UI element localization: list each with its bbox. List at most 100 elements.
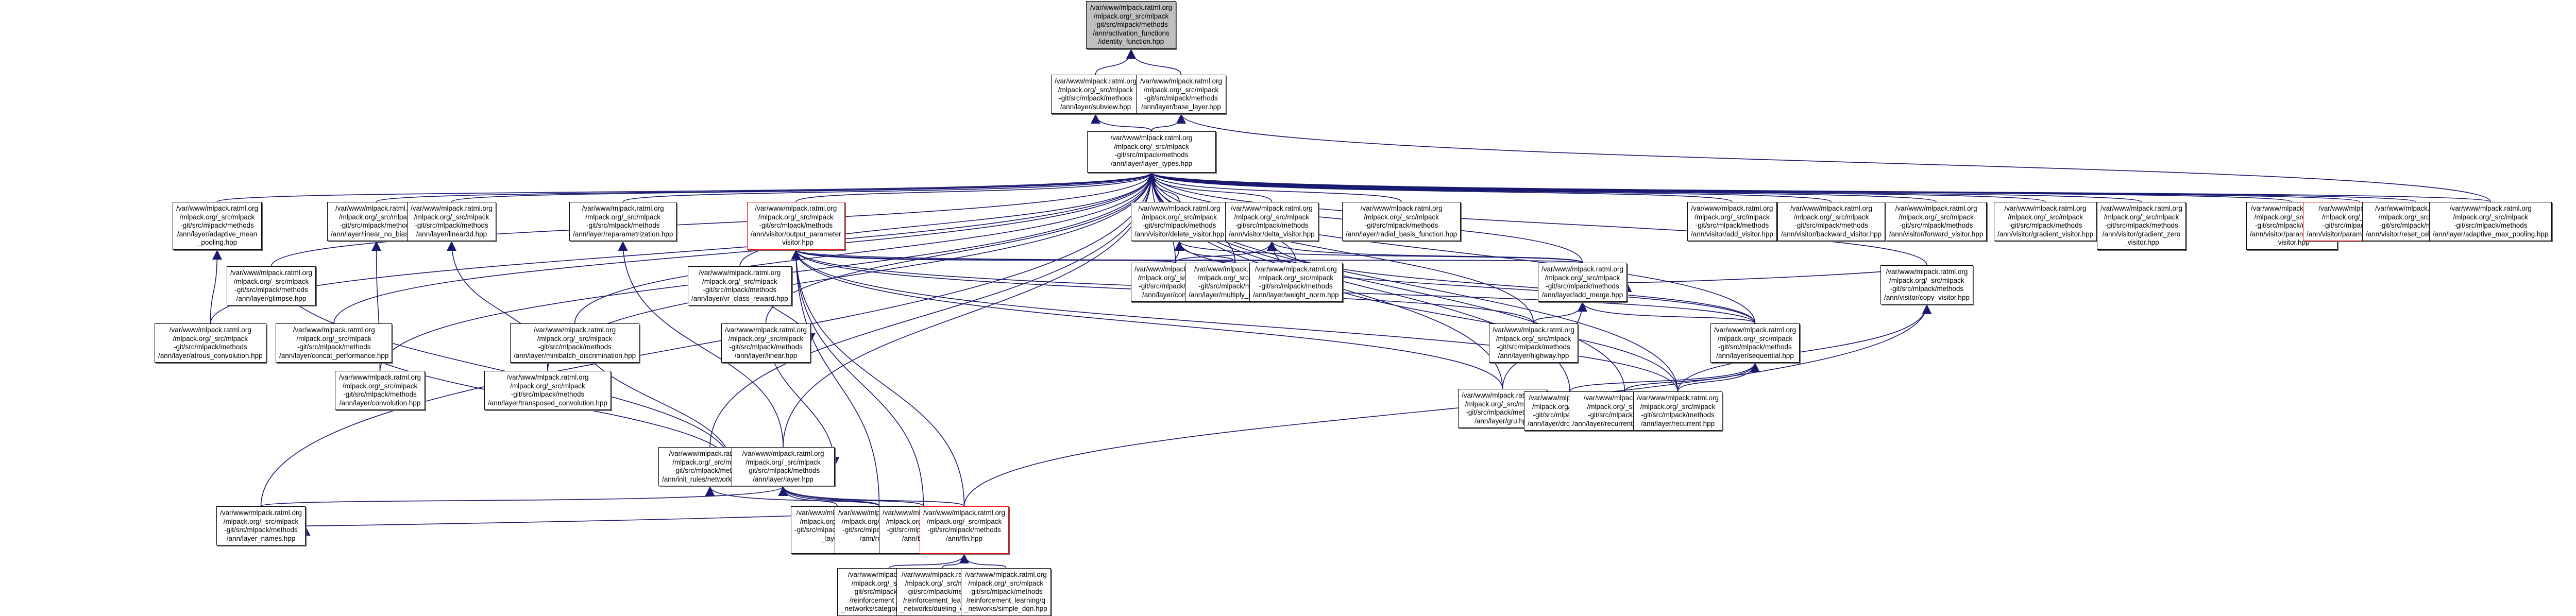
node-convolution[interactable]: /var/www/mlpack.ratml.org /mlpack.org/_s… bbox=[335, 371, 425, 410]
edge-add_visitor-to-layer_types bbox=[1146, 172, 1733, 202]
node-label: /var/www/mlpack.ratml.org /mlpack.org/_s… bbox=[1253, 265, 1339, 299]
node-layer[interactable]: /var/www/mlpack.ratml.org /mlpack.org/_s… bbox=[732, 447, 835, 486]
node-linear[interactable]: /var/www/mlpack.ratml.org /mlpack.org/_s… bbox=[721, 323, 811, 363]
edge-add_merge-to-delta_visitor bbox=[1267, 241, 1583, 263]
node-transposed-convolution[interactable]: /var/www/mlpack.ratml.org /mlpack.org/_s… bbox=[484, 371, 611, 410]
node-label: /var/www/mlpack.ratml.org /mlpack.org/_s… bbox=[2433, 204, 2549, 238]
edge-output_parameter_visitor-to-layer_types bbox=[795, 172, 1157, 202]
node-base-layer[interactable]: /var/www/mlpack.ratml.org /mlpack.org/_s… bbox=[1136, 75, 1226, 114]
node-adaptive-mean-pooling[interactable]: /var/www/mlpack.ratml.org /mlpack.org/_s… bbox=[173, 202, 262, 250]
node-label: /var/www/mlpack.ratml.org /mlpack.org/_s… bbox=[751, 204, 841, 246]
node-add-merge[interactable]: /var/www/mlpack.ratml.org /mlpack.org/_s… bbox=[1538, 263, 1628, 302]
node-label: /var/www/mlpack.ratml.org /mlpack.org/_s… bbox=[230, 269, 313, 302]
edge-add_merge-to-output_parameter_visitor bbox=[791, 249, 1583, 263]
edge-sequential-to-add_merge bbox=[1578, 301, 1756, 324]
node-label: /var/www/mlpack.ratml.org /mlpack.org/_s… bbox=[1889, 204, 1984, 238]
edge-ffn-to-output_parameter_visitor bbox=[791, 249, 965, 507]
node-reparametrization[interactable]: /var/www/mlpack.ratml.org /mlpack.org/_s… bbox=[569, 202, 677, 241]
node-weight-norm[interactable]: /var/www/mlpack.ratml.org /mlpack.org/_s… bbox=[1249, 263, 1343, 302]
node-simple-dqn[interactable]: /var/www/mlpack.ratml.org /mlpack.org/_s… bbox=[961, 568, 1051, 616]
node-copy-visitor[interactable]: /var/www/mlpack.ratml.org /mlpack.org/_s… bbox=[1880, 265, 1973, 304]
edge-linear3d-to-layer_types bbox=[451, 172, 1157, 202]
edge-brnn-to-output_parameter_visitor bbox=[791, 249, 924, 507]
node-layer-names[interactable]: /var/www/mlpack.ratml.org /mlpack.org/_s… bbox=[216, 506, 306, 545]
node-label: /var/www/mlpack.ratml.org /mlpack.org/_s… bbox=[923, 509, 1006, 542]
edge-ffn-to-copy_visitor bbox=[963, 304, 1932, 507]
node-backward-visitor[interactable]: /var/www/mlpack.ratml.org /mlpack.org/_s… bbox=[1777, 202, 1886, 241]
node-highway[interactable]: /var/www/mlpack.ratml.org /mlpack.org/_s… bbox=[1489, 323, 1579, 363]
node-label: /var/www/mlpack.ratml.org /mlpack.org/_s… bbox=[176, 204, 259, 246]
node-gradient-zero-visitor[interactable]: /var/www/mlpack.ratml.org /mlpack.org/_s… bbox=[2097, 202, 2187, 250]
node-label: /var/www/mlpack.ratml.org /mlpack.org/_s… bbox=[331, 204, 422, 238]
node-add-visitor[interactable]: /var/www/mlpack.ratml.org /mlpack.org/_s… bbox=[1687, 202, 1777, 241]
node-label: /var/www/mlpack.ratml.org /mlpack.org/_s… bbox=[725, 326, 807, 360]
edge-radial_basis_function-to-layer_types bbox=[1146, 172, 1402, 202]
node-linear3d[interactable]: /var/www/mlpack.ratml.org /mlpack.org/_s… bbox=[407, 202, 497, 241]
node-glimpse[interactable]: /var/www/mlpack.ratml.org /mlpack.org/_s… bbox=[227, 266, 316, 305]
node-subview[interactable]: /var/www/mlpack.ratml.org /mlpack.org/_s… bbox=[1051, 75, 1141, 114]
node-label: /var/www/mlpack.ratml.org /mlpack.org/_s… bbox=[1781, 204, 1882, 238]
edge-categorical_dqn-to-ffn bbox=[888, 553, 970, 569]
node-label: /var/www/mlpack.ratml.org /mlpack.org/_s… bbox=[338, 373, 421, 407]
node-delete-visitor[interactable]: /var/www/mlpack.ratml.org /mlpack.org/_s… bbox=[1131, 202, 1228, 241]
node-label: /var/www/mlpack.ratml.org /mlpack.org/_s… bbox=[964, 571, 1047, 612]
edge-glimpse-to-layer bbox=[270, 266, 737, 467]
edge-dueling_dqn-to-ffn bbox=[942, 553, 970, 569]
edge-copy_visitor-to-layer_types bbox=[1146, 172, 1927, 266]
edge-brnn-to-layer bbox=[778, 486, 924, 507]
node-identity[interactable]: /var/www/mlpack.ratml.org /mlpack.org/_s… bbox=[1086, 1, 1176, 49]
node-concat-performance[interactable]: /var/www/mlpack.ratml.org /mlpack.org/_s… bbox=[276, 323, 393, 363]
node-label: /var/www/mlpack.ratml.org /mlpack.org/_s… bbox=[1637, 394, 1719, 427]
edge-layer_types-to-subview bbox=[1090, 113, 1152, 132]
edge-layer_types-to-base_layer bbox=[1151, 113, 1187, 132]
node-minibatch-discrimination[interactable]: /var/www/mlpack.ratml.org /mlpack.org/_s… bbox=[510, 323, 640, 363]
node-label: /var/www/mlpack.ratml.org /mlpack.org/_s… bbox=[279, 326, 389, 360]
node-ffn[interactable]: /var/www/mlpack.ratml.org /mlpack.org/_s… bbox=[920, 506, 1009, 554]
node-sequential[interactable]: /var/www/mlpack.ratml.org /mlpack.org/_s… bbox=[1710, 323, 1800, 363]
node-label: /var/www/mlpack.ratml.org /mlpack.org/_s… bbox=[488, 373, 607, 407]
node-radial-basis-function[interactable]: /var/www/mlpack.ratml.org /mlpack.org/_s… bbox=[1342, 202, 1461, 241]
node-label: /var/www/mlpack.ratml.org /mlpack.org/_s… bbox=[742, 450, 824, 483]
node-atrous-convolution[interactable]: /var/www/mlpack.ratml.org /mlpack.org/_s… bbox=[155, 323, 266, 363]
node-label: /var/www/mlpack.ratml.org /mlpack.org/_s… bbox=[514, 326, 636, 360]
edge-weight_norm-to-output_parameter_visitor bbox=[791, 249, 1297, 263]
node-label: /var/www/mlpack.ratml.org /mlpack.org/_s… bbox=[1714, 326, 1797, 360]
node-label: /var/www/mlpack.ratml.org /mlpack.org/_s… bbox=[1055, 77, 1137, 111]
edge-dropconnect-to-sequential bbox=[1569, 362, 1760, 392]
node-label: /var/www/mlpack.ratml.org /mlpack.org/_s… bbox=[1110, 134, 1193, 167]
edge-network_init-to-layer_types bbox=[709, 172, 1157, 448]
edge-forward_visitor-to-layer_types bbox=[1147, 172, 1937, 202]
node-label: /var/www/mlpack.ratml.org /mlpack.org/_s… bbox=[1134, 204, 1225, 238]
edge-layer_names-to-layer bbox=[260, 486, 788, 507]
node-label: /var/www/mlpack.ratml.org /mlpack.org/_s… bbox=[1691, 204, 1773, 238]
edge-atrous_convolution-to-adaptive_mean_pooling bbox=[210, 249, 223, 324]
node-label: /var/www/mlpack.ratml.org /mlpack.org/_s… bbox=[573, 204, 673, 238]
edge-base_layer-to-identity bbox=[1126, 48, 1182, 75]
node-layer-types[interactable]: /var/www/mlpack.ratml.org /mlpack.org/_s… bbox=[1087, 131, 1216, 173]
node-label: /var/www/mlpack.ratml.org /mlpack.org/_s… bbox=[691, 269, 788, 302]
node-label: /var/www/mlpack.ratml.org /mlpack.org/_s… bbox=[411, 204, 493, 238]
edge-recurrent-to-copy_visitor bbox=[1677, 304, 1932, 392]
edge-concat_performance-to-layer_types bbox=[333, 172, 1157, 324]
node-forward-visitor[interactable]: /var/www/mlpack.ratml.org /mlpack.org/_s… bbox=[1886, 202, 1987, 241]
node-adaptive-max-pooling[interactable]: /var/www/mlpack.ratml.org /mlpack.org/_s… bbox=[2429, 202, 2552, 241]
edge-sequential-to-delta_visitor bbox=[1267, 241, 1756, 324]
node-gradient-visitor[interactable]: /var/www/mlpack.ratml.org /mlpack.org/_s… bbox=[1994, 202, 2097, 241]
edge-subview-to-identity bbox=[1095, 48, 1137, 75]
edge-sequential-to-delete_visitor bbox=[1174, 241, 1756, 324]
edge-recurrent-to-sequential bbox=[1677, 362, 1760, 392]
edge-adaptive_max_pooling-to-layer_types bbox=[1147, 172, 2491, 202]
edge-glimpse-to-layer_types bbox=[270, 172, 1157, 267]
node-label: /var/www/mlpack.ratml.org /mlpack.org/_s… bbox=[1541, 265, 1624, 299]
node-output-parameter-visitor[interactable]: /var/www/mlpack.ratml.org /mlpack.org/_s… bbox=[747, 202, 845, 250]
node-label: /var/www/mlpack.ratml.org /mlpack.org/_s… bbox=[220, 509, 302, 542]
node-label: /var/www/mlpack.ratml.org /mlpack.org/_s… bbox=[1140, 77, 1223, 111]
node-recurrent[interactable]: /var/www/mlpack.ratml.org /mlpack.org/_s… bbox=[1633, 391, 1723, 431]
node-vr-class-reward[interactable]: /var/www/mlpack.ratml.org /mlpack.org/_s… bbox=[688, 266, 792, 305]
edge-layer-to-layer_types bbox=[783, 172, 1157, 448]
edge-adaptive_max_pooling-to-base_layer bbox=[1176, 113, 2491, 202]
edge-recurrent_attention-to-sequential bbox=[1624, 362, 1760, 392]
node-delta-visitor[interactable]: /var/www/mlpack.ratml.org /mlpack.org/_s… bbox=[1225, 202, 1318, 241]
node-label: /var/www/mlpack.ratml.org /mlpack.org/_s… bbox=[1229, 204, 1315, 238]
